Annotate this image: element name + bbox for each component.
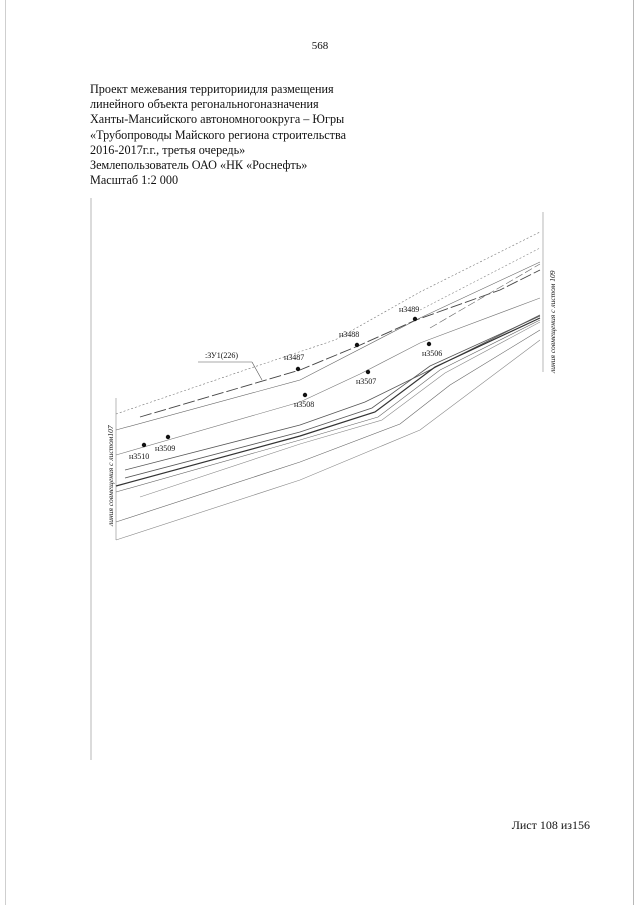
- header-line-3: Ханты-Мансийского автономногоокруга – Юг…: [90, 112, 345, 127]
- point-label-3509: н3509: [155, 444, 175, 453]
- point-label-3489: н3489: [399, 305, 419, 314]
- page-number: 568: [311, 40, 329, 52]
- scan-edge-left: [5, 0, 6, 905]
- scan-edge-right: [633, 0, 634, 905]
- header-line-1: Проект межевания территориидля размещени…: [90, 82, 334, 96]
- match-line-label-left: линия совмещения с листом107: [106, 425, 115, 527]
- survey-point-3489: [412, 316, 418, 322]
- survey-point-3508: [302, 392, 308, 398]
- boundary-line: [115, 339, 541, 541]
- boundary-line: [124, 314, 541, 471]
- survey-point-3507: [365, 369, 371, 375]
- boundary-line: [139, 269, 541, 418]
- parcel-label: :ЗУ1(226): [205, 351, 238, 360]
- document-header: Проект межевания территориидля размещени…: [90, 82, 390, 188]
- header-line-6: Землепользователь ОАО «НК «Роснефть»: [90, 158, 308, 173]
- survey-point-3487: [295, 366, 301, 372]
- parcel-leader: [251, 361, 263, 381]
- point-label-3506: н3506: [422, 349, 442, 358]
- survey-point-3509: [165, 434, 171, 440]
- header-line-2: линейного объекта регональногоназначения: [90, 97, 319, 112]
- pipeline-route: [115, 317, 541, 487]
- point-label-3510: н3510: [129, 452, 149, 461]
- boundary-line: [115, 261, 541, 431]
- boundary-line: [419, 247, 541, 311]
- header-line-7: Масштаб 1:2 000: [90, 173, 179, 188]
- survey-point-3488: [354, 342, 360, 348]
- boundary-line: [115, 319, 541, 493]
- point-label-3487: н3487: [284, 353, 304, 362]
- boundary-line: [115, 329, 541, 523]
- survey-point-3506: [426, 341, 432, 347]
- boundary-line: [429, 263, 541, 329]
- header-line-4: «Трубопроводы Майского региона строитель…: [90, 127, 347, 142]
- survey-point-3510: [141, 442, 147, 448]
- boundary-line: [139, 321, 541, 498]
- point-label-3488: н3488: [339, 330, 359, 339]
- match-line-label-right: линия совмещения с листом 109: [548, 270, 557, 374]
- header-line-5: 2016-2017г.г., третья очередь»: [90, 142, 246, 157]
- boundary-line: [124, 315, 541, 479]
- boundary-line: [115, 231, 541, 415]
- sheet-number: Лист 108 из156: [511, 818, 590, 832]
- point-label-3507: н3507: [356, 377, 376, 386]
- boundary-line: [115, 297, 541, 456]
- point-label-3508: н3508: [294, 400, 314, 409]
